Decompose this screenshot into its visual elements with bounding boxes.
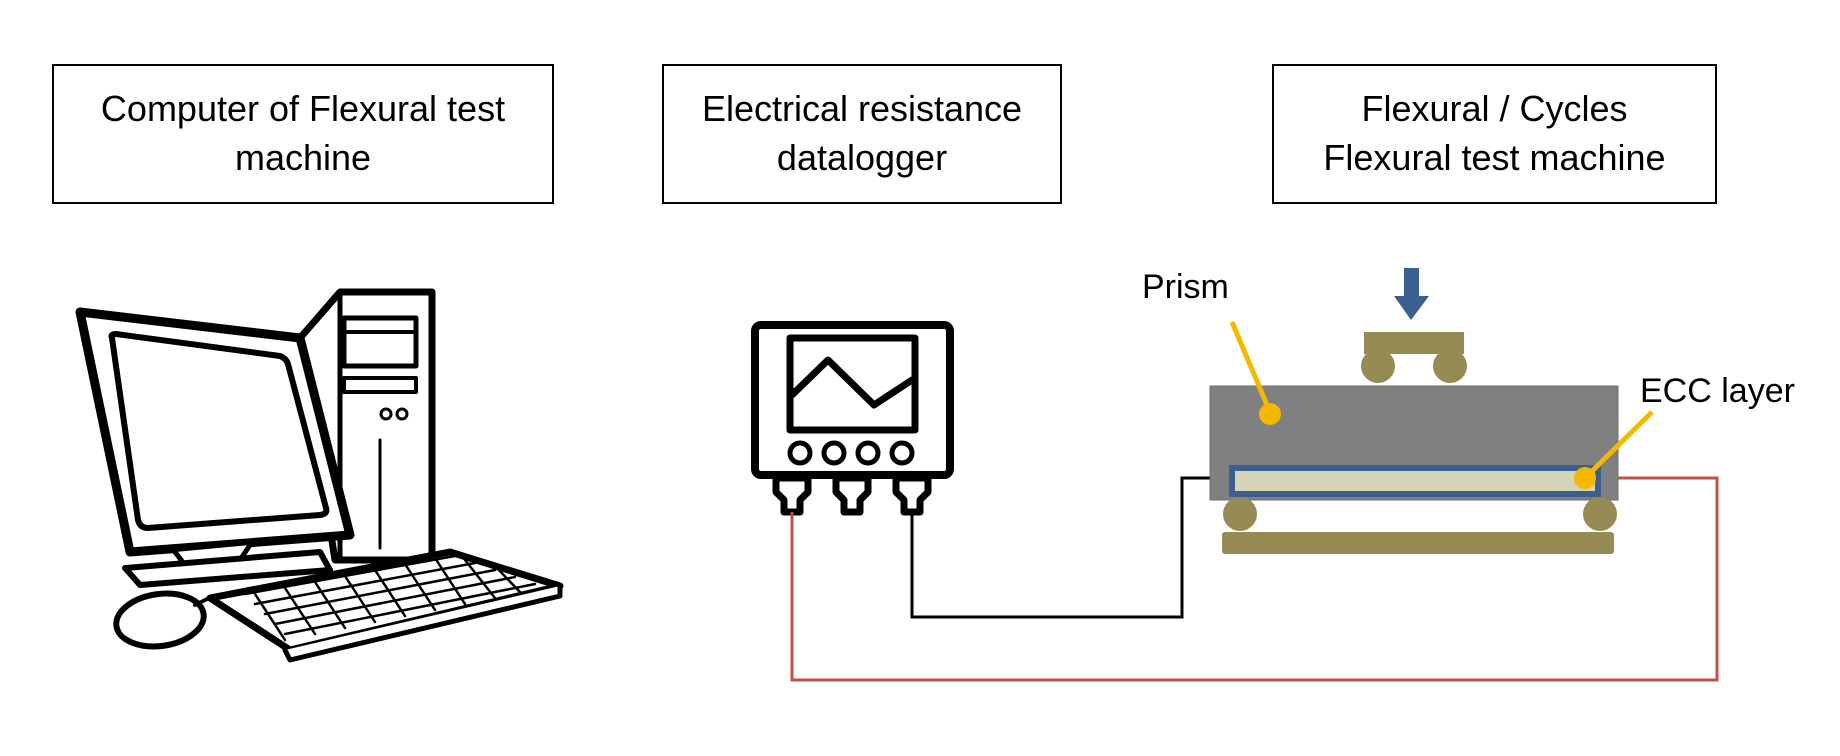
datalogger-title-box: Electrical resistance datalogger (662, 64, 1062, 204)
prism-label: Prism (1142, 268, 1229, 306)
connector-middle (832, 474, 872, 516)
computer-icon (75, 288, 564, 663)
computer-title-box: Computer of Flexural test machine (52, 64, 554, 204)
datalogger-icon (751, 321, 954, 516)
keyboard-icon (206, 548, 564, 663)
datalogger-title-line2: datalogger (776, 137, 948, 178)
upper-loading-head (1361, 332, 1467, 383)
ecc-layer-label: ECC layer (1640, 372, 1795, 410)
connector-left (772, 474, 812, 516)
load-arrow-icon (1394, 268, 1429, 320)
machine-title-box: Flexural / Cycles Flexural test machine (1272, 64, 1717, 204)
machine-title-line1: Flexural / Cycles (1361, 88, 1628, 130)
machine-title-line2: Flexural test machine (1323, 137, 1666, 178)
prism-pointer (1229, 321, 1281, 425)
connector-right (892, 474, 932, 516)
computer-title-line1: Computer of Flexural test (100, 88, 506, 130)
monitor-icon (75, 307, 355, 588)
red-wire (790, 476, 1719, 682)
mouse-icon (113, 590, 213, 650)
ecc-pointer (1574, 410, 1654, 489)
datalogger-title-line1: Electrical resistance (701, 88, 1023, 130)
lower-supports (1222, 497, 1617, 554)
computer-title-line2: machine (234, 137, 372, 178)
black-wire (910, 476, 1238, 619)
ecc-layer (1229, 465, 1601, 497)
